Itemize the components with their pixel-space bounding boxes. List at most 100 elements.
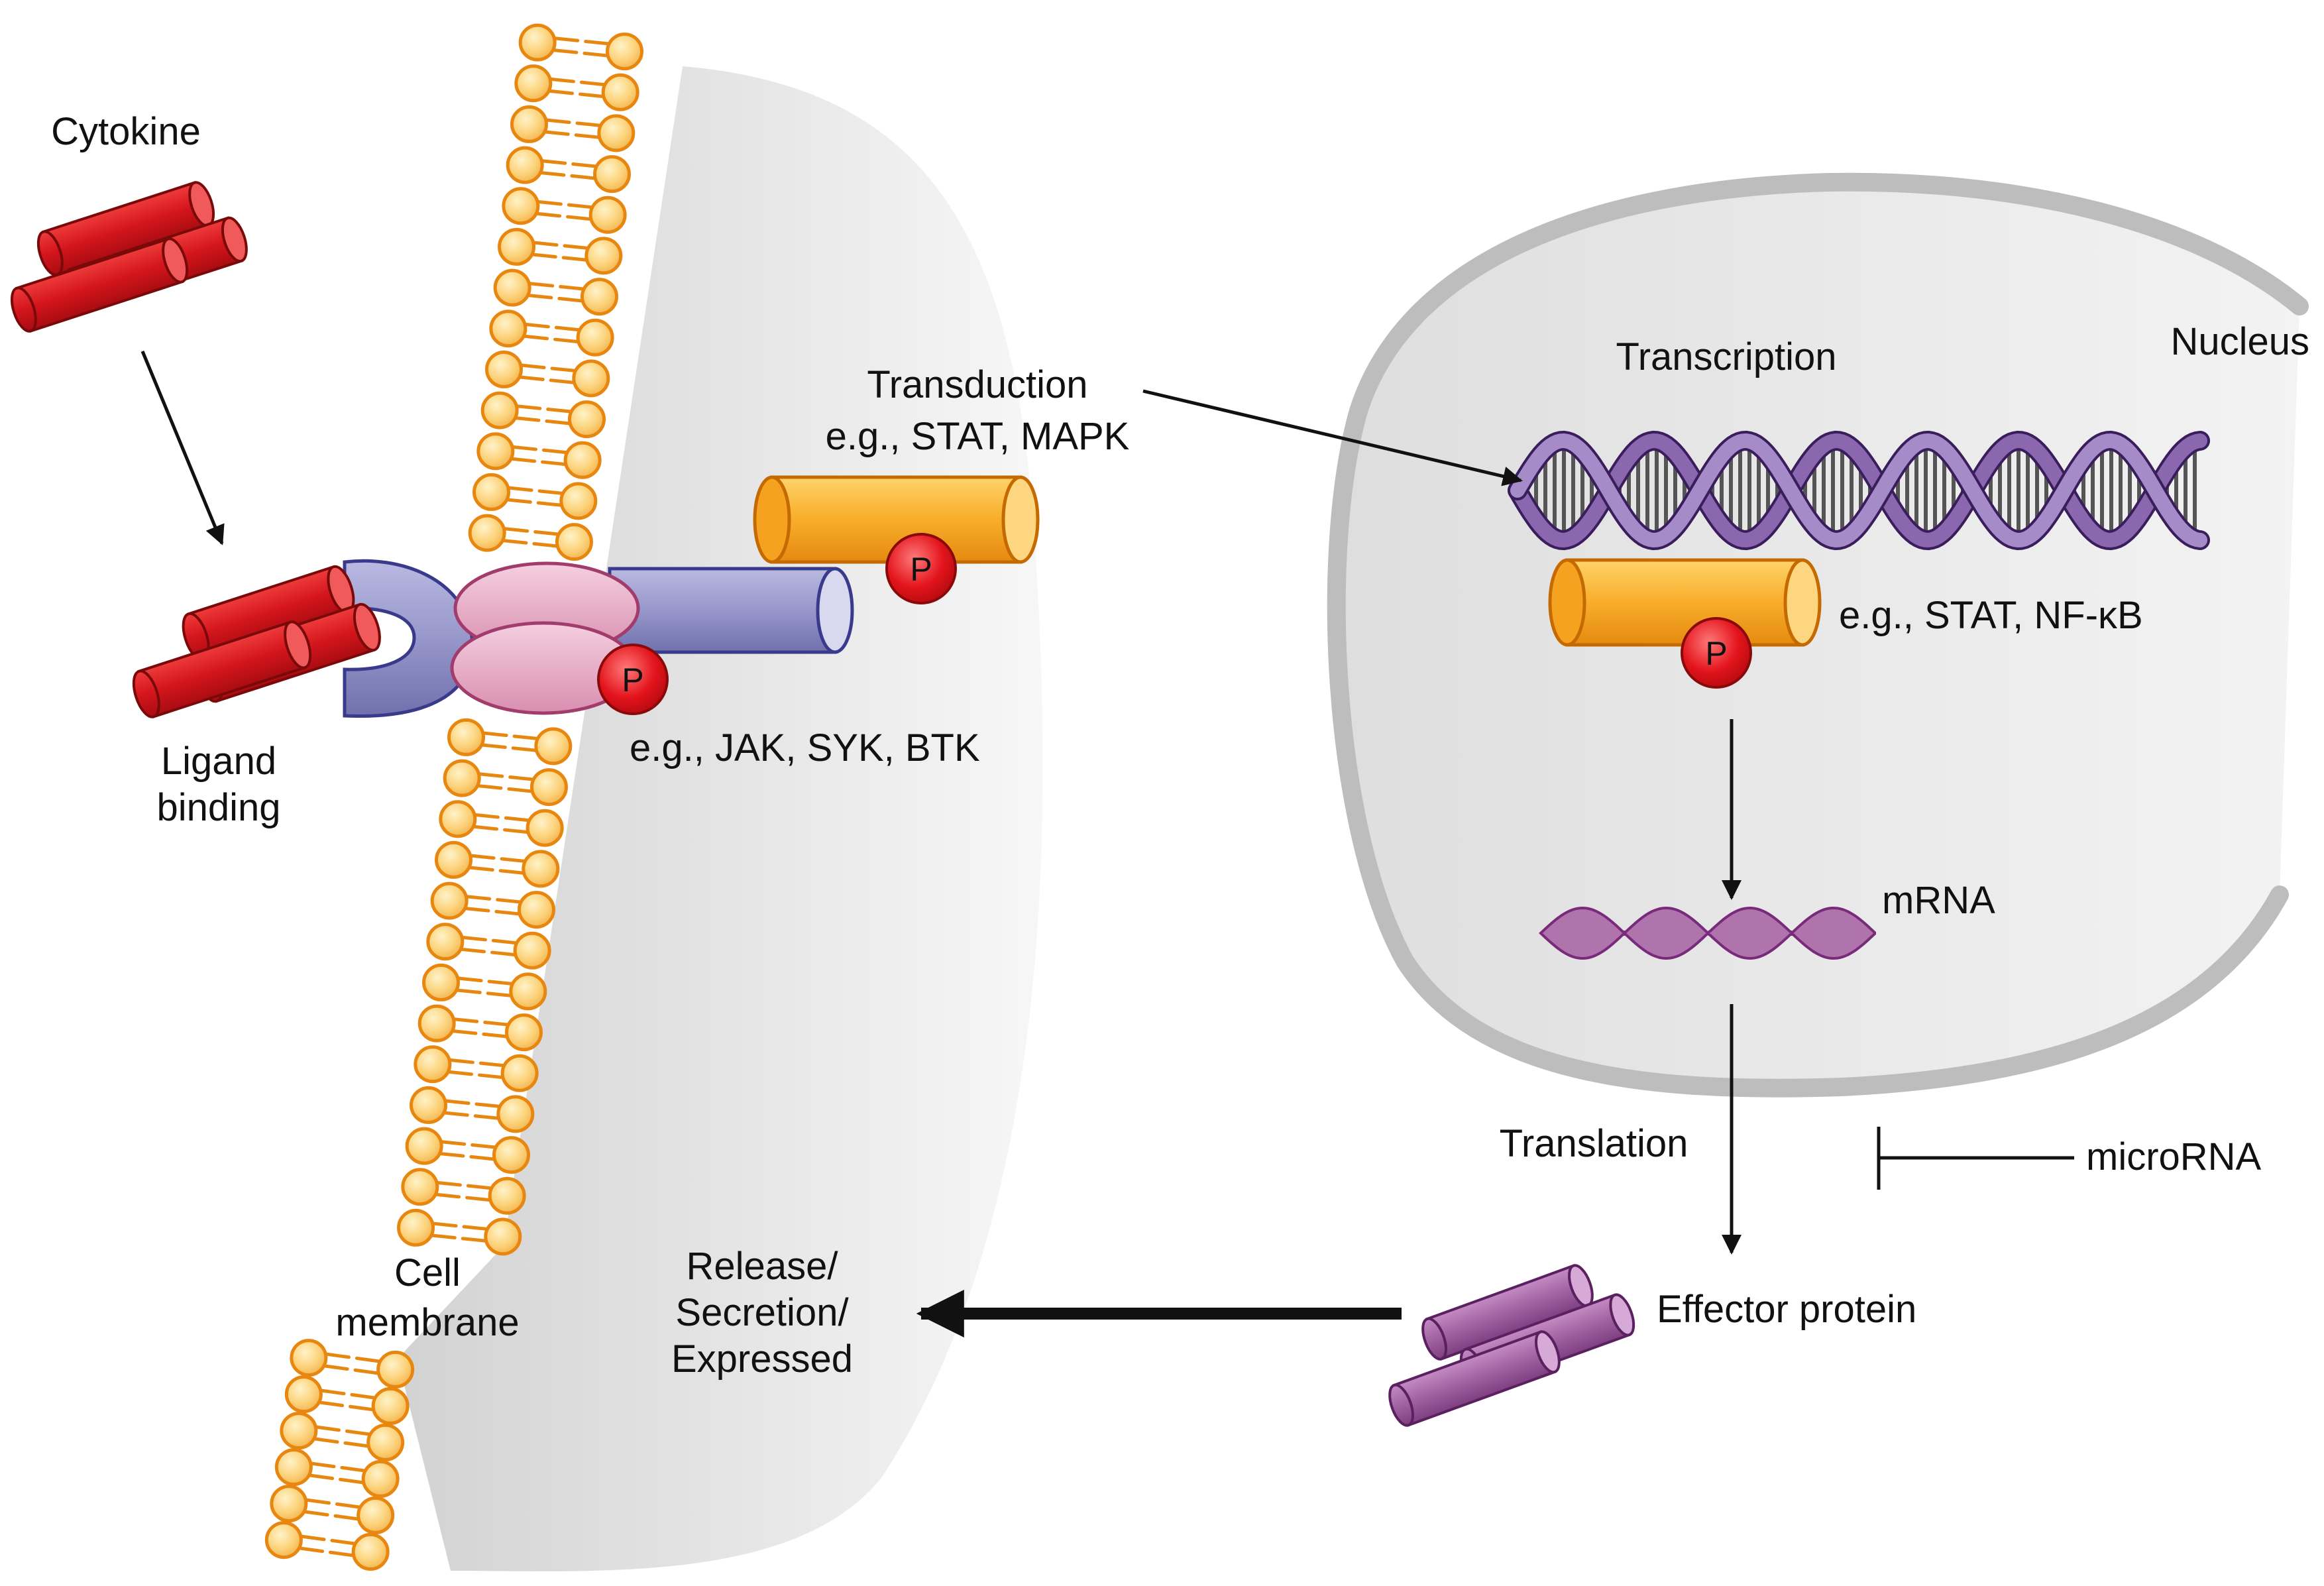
lipid-tail: [494, 909, 522, 916]
phospho-label: P: [622, 661, 643, 699]
lipid-head: [500, 1054, 539, 1092]
lipid-head: [559, 482, 598, 520]
lipid-tail: [435, 1180, 462, 1187]
lipid-head: [493, 268, 531, 307]
lipid-tail: [539, 159, 567, 165]
lipid-tail: [510, 445, 537, 451]
label-ligand: Ligand: [161, 740, 276, 783]
lipid-tail: [474, 1102, 502, 1109]
lipid-tail: [557, 296, 585, 303]
lipid-tail: [478, 1073, 505, 1080]
lipid-tail: [450, 1029, 478, 1035]
lipid-tail: [446, 1070, 474, 1076]
mrna-body: [1539, 906, 1876, 960]
stat-protein-nucleus: [1548, 558, 1822, 647]
label-translation: Translation: [1500, 1122, 1688, 1165]
lipid-tail: [513, 416, 541, 422]
lipid-head: [417, 1004, 456, 1043]
lipid-head: [376, 1350, 415, 1388]
nucleus: [1327, 172, 2309, 1098]
lipid-tail: [582, 51, 610, 58]
lipid-tail: [579, 92, 606, 99]
arrow-cytokine-to-receptor: [140, 351, 225, 545]
lipid-tail: [298, 1534, 326, 1542]
label-secretion: Secretion/: [675, 1291, 849, 1334]
lipid-head: [280, 1412, 318, 1450]
lipid-head: [468, 514, 506, 552]
dna-strand: [1510, 433, 2207, 548]
lipid-head: [264, 1521, 303, 1559]
lipid-tail: [579, 80, 607, 87]
lipid-tail: [523, 322, 550, 329]
lipid-tail: [533, 530, 561, 536]
lipid-head: [572, 359, 610, 398]
lipid-tail: [532, 541, 560, 548]
lipid-head: [517, 891, 555, 929]
lipid-tail: [526, 293, 553, 300]
lipid-tail: [471, 824, 499, 831]
lipid-head: [580, 278, 618, 316]
lipid-tail: [571, 162, 599, 168]
lipid-tail: [475, 783, 503, 790]
lipid-tail: [340, 1465, 368, 1473]
lipid-head: [518, 23, 557, 62]
lipid-tail: [570, 174, 598, 180]
lipid-head: [397, 1208, 435, 1247]
lipid-tail: [353, 1368, 381, 1375]
label-membrane: membrane: [335, 1301, 519, 1344]
phospho-group-kinase: P: [597, 644, 669, 715]
helix-cylinder: [10, 237, 189, 333]
lipid-head: [274, 1448, 313, 1487]
lipid-tail: [512, 734, 540, 741]
lipid-tail: [518, 363, 546, 370]
lipid-tail: [459, 947, 486, 954]
lipid-tail: [297, 1546, 325, 1554]
lipid-tail: [466, 1184, 494, 1190]
lipid-head: [435, 840, 473, 879]
lipid-head: [410, 1086, 448, 1124]
lipid-tail: [333, 1514, 361, 1521]
lipid-tail: [529, 253, 557, 259]
label-transduction: Transduction: [867, 363, 1087, 406]
lipid-head: [576, 318, 614, 357]
lipid-head: [361, 1459, 400, 1498]
lipid-tail: [551, 48, 579, 54]
lipid-head: [498, 227, 536, 266]
lipid-tail: [535, 199, 563, 206]
lipid-tail: [537, 489, 565, 496]
lipid-tail: [487, 980, 515, 986]
lipid-tail: [429, 1233, 457, 1240]
lipid-head: [563, 441, 602, 479]
label-mrna: mRNA: [1882, 879, 1995, 922]
microrna-inhibition: [1877, 1127, 2074, 1190]
lipid-tail: [498, 869, 526, 875]
lipid-head: [592, 155, 631, 194]
lipid-tail: [536, 501, 564, 507]
lipid-head: [502, 187, 540, 225]
helix-cylinder: [1388, 1330, 1561, 1427]
lipid-tail: [451, 1017, 479, 1023]
lipid-tail: [430, 1221, 458, 1228]
lipid-tail: [313, 1425, 341, 1432]
dna-double-helix: [1508, 430, 2210, 551]
lipid-tail: [345, 1429, 372, 1436]
lipid-tail: [479, 743, 507, 750]
lipid-head: [405, 1127, 443, 1165]
phospho-group-nuclear-stat: P: [1681, 617, 1752, 689]
lipid-head: [526, 809, 564, 847]
lipid-head: [513, 931, 551, 970]
phospho-group-stat: P: [885, 533, 957, 604]
lipid-tail: [437, 1151, 465, 1158]
lipid-tail: [443, 1099, 470, 1105]
lipid-head: [430, 881, 469, 920]
lipid-tail: [541, 460, 568, 467]
lipid-tail: [548, 77, 575, 84]
mrna-strand: [1539, 906, 1876, 960]
lipid-head: [529, 768, 568, 807]
lipid-tail: [553, 337, 581, 344]
lipid-head: [597, 114, 636, 152]
cell-membrane-lower: [264, 1339, 415, 1571]
lipid-tail: [504, 498, 532, 504]
label-release: Release/: [687, 1245, 839, 1288]
